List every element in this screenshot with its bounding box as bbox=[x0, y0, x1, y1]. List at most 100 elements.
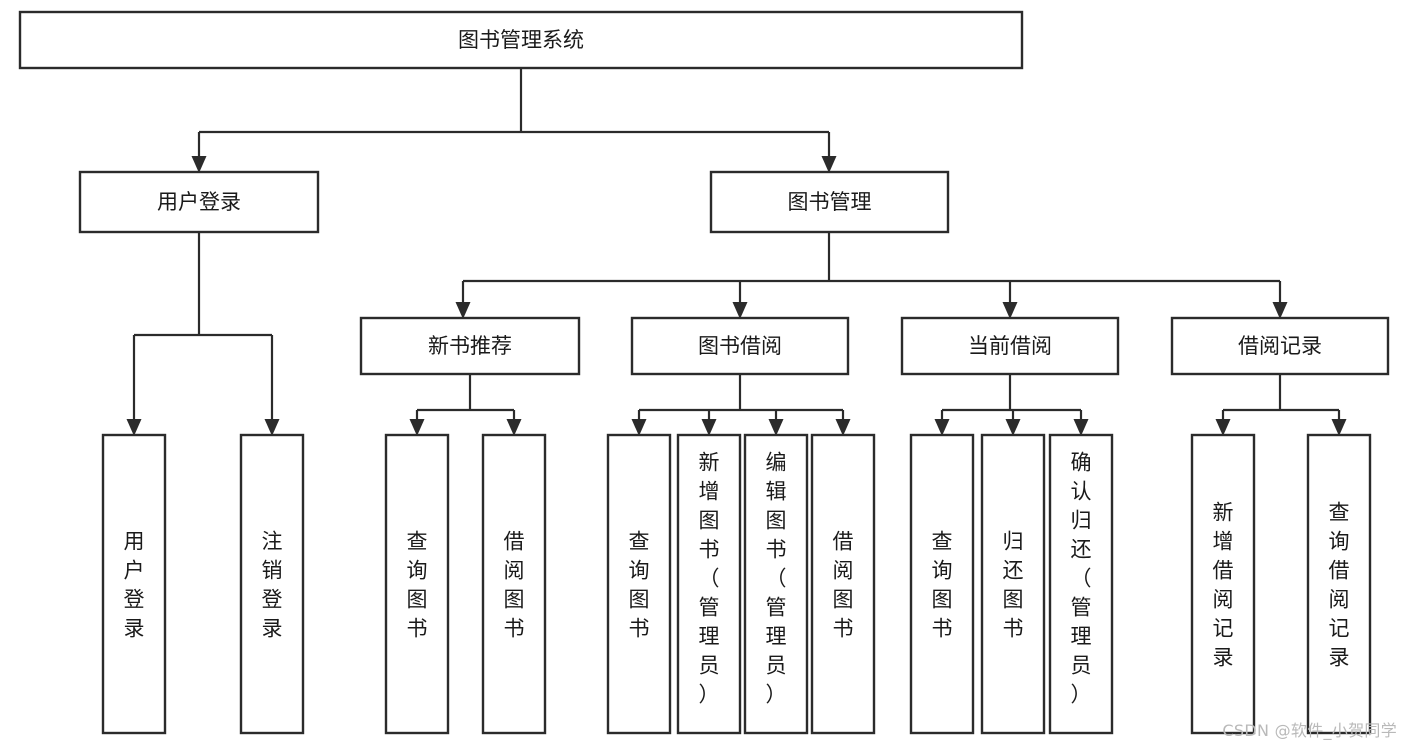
svg-text:（: （ bbox=[1071, 567, 1092, 591]
node-n-book-manage[interactable]: 图书管理 bbox=[709, 170, 950, 234]
connector-layer bbox=[126, 68, 1347, 436]
svg-text:员: 员 bbox=[766, 654, 787, 678]
svg-text:书: 书 bbox=[833, 617, 854, 641]
svg-text:新: 新 bbox=[699, 451, 720, 475]
svg-text:员: 员 bbox=[699, 654, 720, 678]
svg-text:增: 增 bbox=[1213, 530, 1234, 554]
svg-text:查: 查 bbox=[932, 530, 953, 554]
svg-text:借: 借 bbox=[833, 530, 854, 554]
node-label: 用户登录 bbox=[157, 190, 241, 214]
svg-text:管: 管 bbox=[699, 596, 720, 620]
svg-text:登: 登 bbox=[262, 588, 283, 612]
svg-text:编: 编 bbox=[766, 451, 787, 475]
svg-text:书: 书 bbox=[932, 617, 953, 641]
svg-text:（: （ bbox=[766, 567, 787, 591]
svg-text:）: ） bbox=[766, 683, 787, 707]
node-label: 借阅记录 bbox=[1238, 334, 1322, 358]
svg-text:认: 认 bbox=[1071, 480, 1092, 504]
node-label: 当前借阅 bbox=[968, 334, 1052, 358]
svg-text:阅: 阅 bbox=[1213, 588, 1234, 612]
node-label: 图书借阅 bbox=[698, 334, 782, 358]
node-n-borrow-record[interactable]: 借阅记录 bbox=[1170, 316, 1390, 376]
svg-text:图: 图 bbox=[629, 588, 650, 612]
svg-text:图: 图 bbox=[699, 509, 720, 533]
svg-text:管: 管 bbox=[1071, 596, 1092, 620]
svg-text:记: 记 bbox=[1213, 617, 1234, 641]
connector-c-user-login bbox=[126, 232, 280, 436]
connector-c-book-borrow bbox=[631, 374, 851, 436]
svg-text:查: 查 bbox=[629, 530, 650, 554]
svg-text:录: 录 bbox=[262, 617, 283, 641]
svg-text:询: 询 bbox=[932, 559, 953, 583]
node-n-current-borrow[interactable]: 当前借阅 bbox=[900, 316, 1120, 376]
svg-text:查: 查 bbox=[407, 530, 428, 554]
svg-text:图: 图 bbox=[833, 588, 854, 612]
svg-text:管: 管 bbox=[766, 596, 787, 620]
connector-c-current-borrow bbox=[934, 374, 1089, 436]
svg-text:理: 理 bbox=[1071, 625, 1092, 649]
svg-text:增: 增 bbox=[699, 480, 720, 504]
connector-c-borrow-record bbox=[1215, 374, 1347, 436]
svg-text:阅: 阅 bbox=[833, 559, 854, 583]
svg-text:书: 书 bbox=[629, 617, 650, 641]
svg-text:查: 查 bbox=[1329, 501, 1350, 525]
svg-text:用: 用 bbox=[124, 530, 145, 554]
svg-text:阅: 阅 bbox=[1329, 588, 1350, 612]
svg-text:书: 书 bbox=[407, 617, 428, 641]
svg-text:归: 归 bbox=[1071, 509, 1092, 533]
svg-text:询: 询 bbox=[1329, 530, 1350, 554]
node-label-vertical: 用户登录 bbox=[124, 530, 145, 641]
svg-text:员: 员 bbox=[1071, 654, 1092, 678]
svg-text:）: ） bbox=[699, 683, 720, 707]
svg-text:图: 图 bbox=[1003, 588, 1024, 612]
svg-text:（: （ bbox=[699, 567, 720, 591]
svg-text:）: ） bbox=[1071, 683, 1092, 707]
svg-text:图: 图 bbox=[766, 509, 787, 533]
node-root-root[interactable]: 图书管理系统 bbox=[18, 10, 1024, 70]
node-label: 新书推荐 bbox=[428, 334, 512, 358]
svg-text:借: 借 bbox=[1329, 559, 1350, 583]
svg-text:书: 书 bbox=[699, 538, 720, 562]
connector-c-book-manage bbox=[455, 232, 1288, 319]
svg-text:记: 记 bbox=[1329, 617, 1350, 641]
svg-text:图: 图 bbox=[407, 588, 428, 612]
node-label: 图书管理 bbox=[788, 190, 872, 214]
svg-text:借: 借 bbox=[504, 530, 525, 554]
svg-text:阅: 阅 bbox=[504, 559, 525, 583]
svg-text:书: 书 bbox=[504, 617, 525, 641]
svg-text:户: 户 bbox=[124, 559, 145, 583]
connector-c-root bbox=[191, 68, 837, 173]
svg-text:询: 询 bbox=[407, 559, 428, 583]
node-l-user-login[interactable]: 用户登录 bbox=[101, 433, 167, 735]
svg-text:还: 还 bbox=[1071, 538, 1092, 562]
node-n-book-borrow[interactable]: 图书借阅 bbox=[630, 316, 850, 376]
svg-text:录: 录 bbox=[1213, 646, 1234, 670]
svg-text:询: 询 bbox=[629, 559, 650, 583]
node-n-user-login[interactable]: 用户登录 bbox=[78, 170, 320, 234]
node-n-new-book-rec[interactable]: 新书推荐 bbox=[359, 316, 581, 376]
